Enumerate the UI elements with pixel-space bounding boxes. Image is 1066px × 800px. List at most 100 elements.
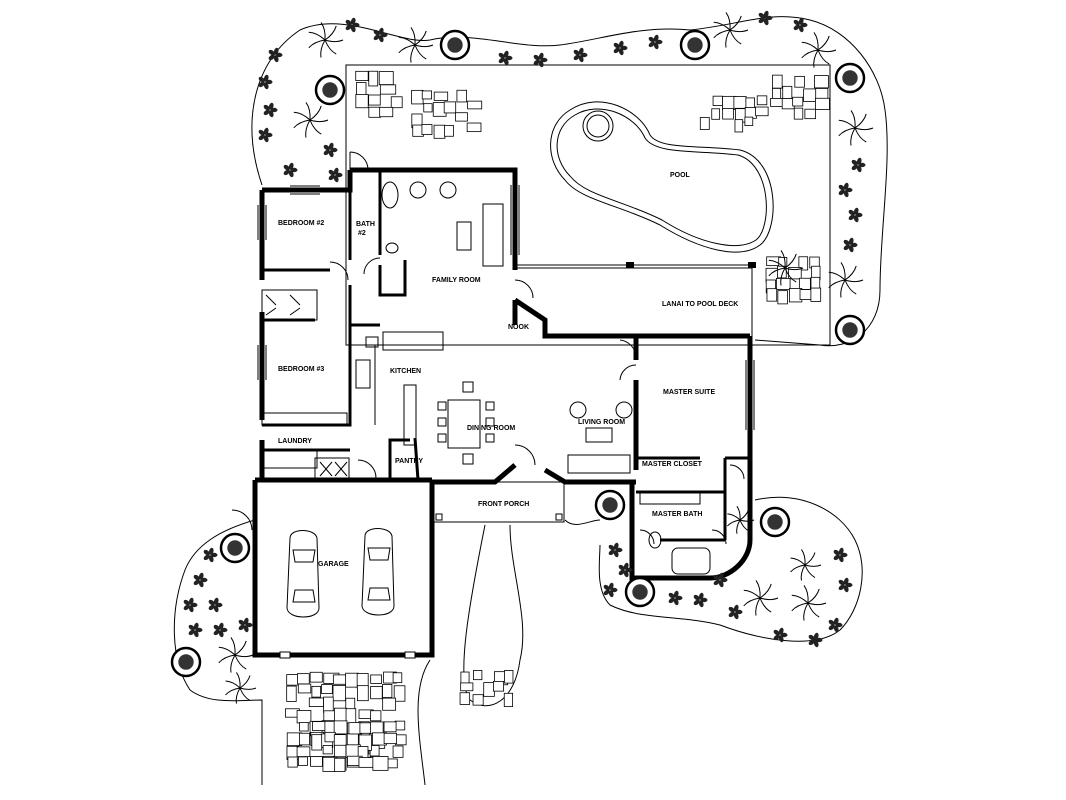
flower-plant-icon [848,207,863,223]
flower-plant-icon [838,182,853,198]
flower-plant-icon [808,632,823,648]
flower-plant-icon [758,10,773,26]
pool [550,101,774,253]
flower-plant-icon [213,622,228,638]
flower-plant-icon [693,592,708,608]
flower-plant-icon [668,590,683,606]
round-shrub-icon [439,29,471,61]
label-bedroom-2: BEDROOM #2 [278,220,324,227]
flower-plant-icon [603,582,618,598]
flower-plant-icon [283,162,298,178]
dining-table [447,399,481,449]
pavers [285,70,830,772]
flower-plant-icon [728,604,743,620]
furniture [381,181,711,575]
palm-tree-icon [838,110,874,146]
flower-plant-icon [573,47,588,63]
label-master-closet: MASTER CLOSET [642,461,703,468]
flower-plant-icon [193,572,208,588]
interior-walls [262,170,750,542]
round-shrub-icon [759,506,791,538]
kitchen-counters [355,331,444,446]
label-kitchen: KITCHEN [390,368,421,375]
round-shrub-icon [594,489,626,521]
palm-tree-icon [743,580,779,616]
closets [261,289,318,469]
front-porch [431,481,565,523]
flower-plant-icon [828,617,843,633]
palm-tree-icon [218,637,254,673]
living-sofa [567,454,631,474]
flower-plant-icon [263,102,278,118]
flower-plant-icon [793,17,808,33]
label-bath-2: BATH [356,221,375,228]
sofa [482,203,504,267]
palm-tree-icon [790,549,822,581]
flower-plant-icon [773,627,788,643]
palm-tree-icon [828,262,864,298]
round-shrub-icon [624,576,656,608]
round-shrub-icon [314,74,346,106]
living-table [585,427,613,443]
flower-plant-icon [345,17,360,33]
flower-plant-icon [203,547,218,563]
round-shrub-icon [834,314,866,346]
palm-tree-icon [293,102,329,138]
label-pantry: PANTRY [395,458,423,465]
windows [257,185,755,430]
label-bedroom-3: BEDROOM #3 [278,366,324,373]
label-family-room: FAMILY ROOM [432,277,481,284]
flower-plant-icon [851,157,866,173]
porch-post [435,513,443,521]
label-nook: NOOK [508,324,529,331]
flower-plant-icon [498,50,513,66]
porch-post [555,513,563,521]
flower-plant-icon [258,127,273,143]
coffee-table [456,221,472,251]
flower-plant-icon [188,622,203,638]
label-dining-room: DINING ROOM [467,425,515,432]
landscape-outline [173,16,888,786]
palm-tree-icon [398,27,434,63]
flower-plant-icon [208,597,223,613]
flower-plant-icon [608,542,623,558]
flower-plant-icon [268,47,283,63]
palm-tree-icon [308,22,344,58]
flower-plant-icon [328,167,343,183]
flower-plant-icon [238,617,253,633]
flower-plant-icon [838,577,853,593]
door-swing-icon [231,151,745,545]
vegetation [170,10,874,704]
flower-plant-icon [618,562,633,578]
label-pool: POOL [670,172,691,179]
palm-tree-icon [225,672,257,704]
palm-tree-icon [801,32,837,68]
palm-tree-icon [727,506,755,534]
palm-tree-icon [768,250,804,286]
flower-plant-icon [843,237,858,253]
lanai [515,262,756,336]
round-shrub-icon [219,532,251,564]
label-living-room: LIVING ROOM [578,419,625,426]
flower-plant-icon [323,142,338,158]
palm-tree-icon [713,12,749,48]
label-master-suite: MASTER SUITE [663,389,715,396]
room-labels: BEDROOM #2 BATH #2 FAMILY ROOM POOL LANA… [278,172,738,568]
flower-plant-icon [373,27,388,43]
pool-deck [345,64,831,346]
flower-plant-icon [833,547,848,563]
palm-tree-icon [791,585,827,621]
round-shrub-icon [834,62,866,94]
car-icon [361,528,395,616]
flower-plant-icon [258,74,273,90]
round-shrub-icon [679,29,711,61]
flower-plant-icon [533,52,548,68]
round-shrub-icon [170,646,202,678]
flower-plant-icon [613,40,628,56]
flower-plant-icon [648,34,663,50]
label-front-porch: FRONT PORCH [478,501,529,508]
car-icon [286,530,320,618]
flower-plant-icon [183,597,198,613]
label-lanai: LANAI TO POOL DECK [662,301,738,308]
